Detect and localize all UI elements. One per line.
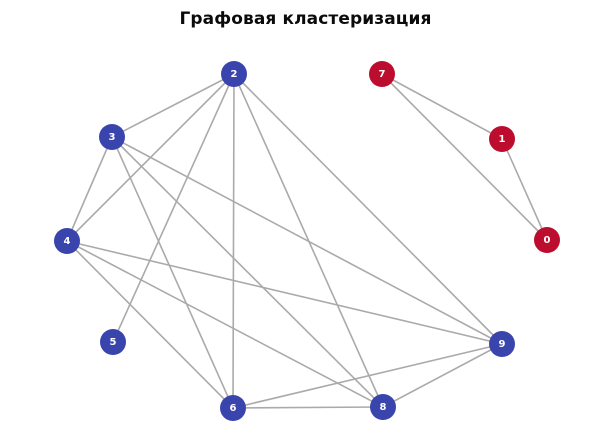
graph-edge <box>66 240 503 345</box>
graph-edge <box>381 73 548 241</box>
node-circle[interactable] <box>489 331 515 357</box>
graph-edge <box>111 136 384 408</box>
node-circle[interactable] <box>534 227 560 253</box>
graph-edge <box>501 138 548 241</box>
graph-node[interactable]: 9 <box>489 331 515 357</box>
graph-node[interactable]: 3 <box>99 124 125 150</box>
graph-node[interactable]: 2 <box>221 61 247 87</box>
graph-edge <box>66 240 384 408</box>
chart-title: Графовая кластеризация <box>179 9 432 29</box>
graph-node[interactable]: 0 <box>534 227 560 253</box>
graph-node[interactable]: 8 <box>370 394 396 420</box>
graph-edge <box>233 73 503 345</box>
graph-edge <box>112 73 235 343</box>
node-circle[interactable] <box>489 126 515 152</box>
graph-node[interactable]: 6 <box>220 395 246 421</box>
graph-edge <box>382 343 503 408</box>
graph-edge <box>111 136 234 409</box>
graph-node[interactable]: 4 <box>54 228 80 254</box>
graph-edge <box>232 73 235 409</box>
graph-edge <box>66 136 113 242</box>
node-circle[interactable] <box>370 394 396 420</box>
edges-layer <box>66 73 548 409</box>
node-circle[interactable] <box>369 61 395 87</box>
node-circle[interactable] <box>99 124 125 150</box>
graph-edge <box>232 406 384 409</box>
node-circle[interactable] <box>100 329 126 355</box>
graph-node[interactable]: 5 <box>100 329 126 355</box>
graph-node[interactable]: 7 <box>369 61 395 87</box>
graph-node[interactable]: 1 <box>489 126 515 152</box>
node-circle[interactable] <box>220 395 246 421</box>
graph-edge <box>111 136 503 345</box>
node-circle[interactable] <box>54 228 80 254</box>
graph-edge <box>111 73 235 138</box>
graph-edge <box>66 240 234 409</box>
node-circle[interactable] <box>221 61 247 87</box>
graph-edge <box>232 343 503 409</box>
graph-edge <box>381 73 503 140</box>
